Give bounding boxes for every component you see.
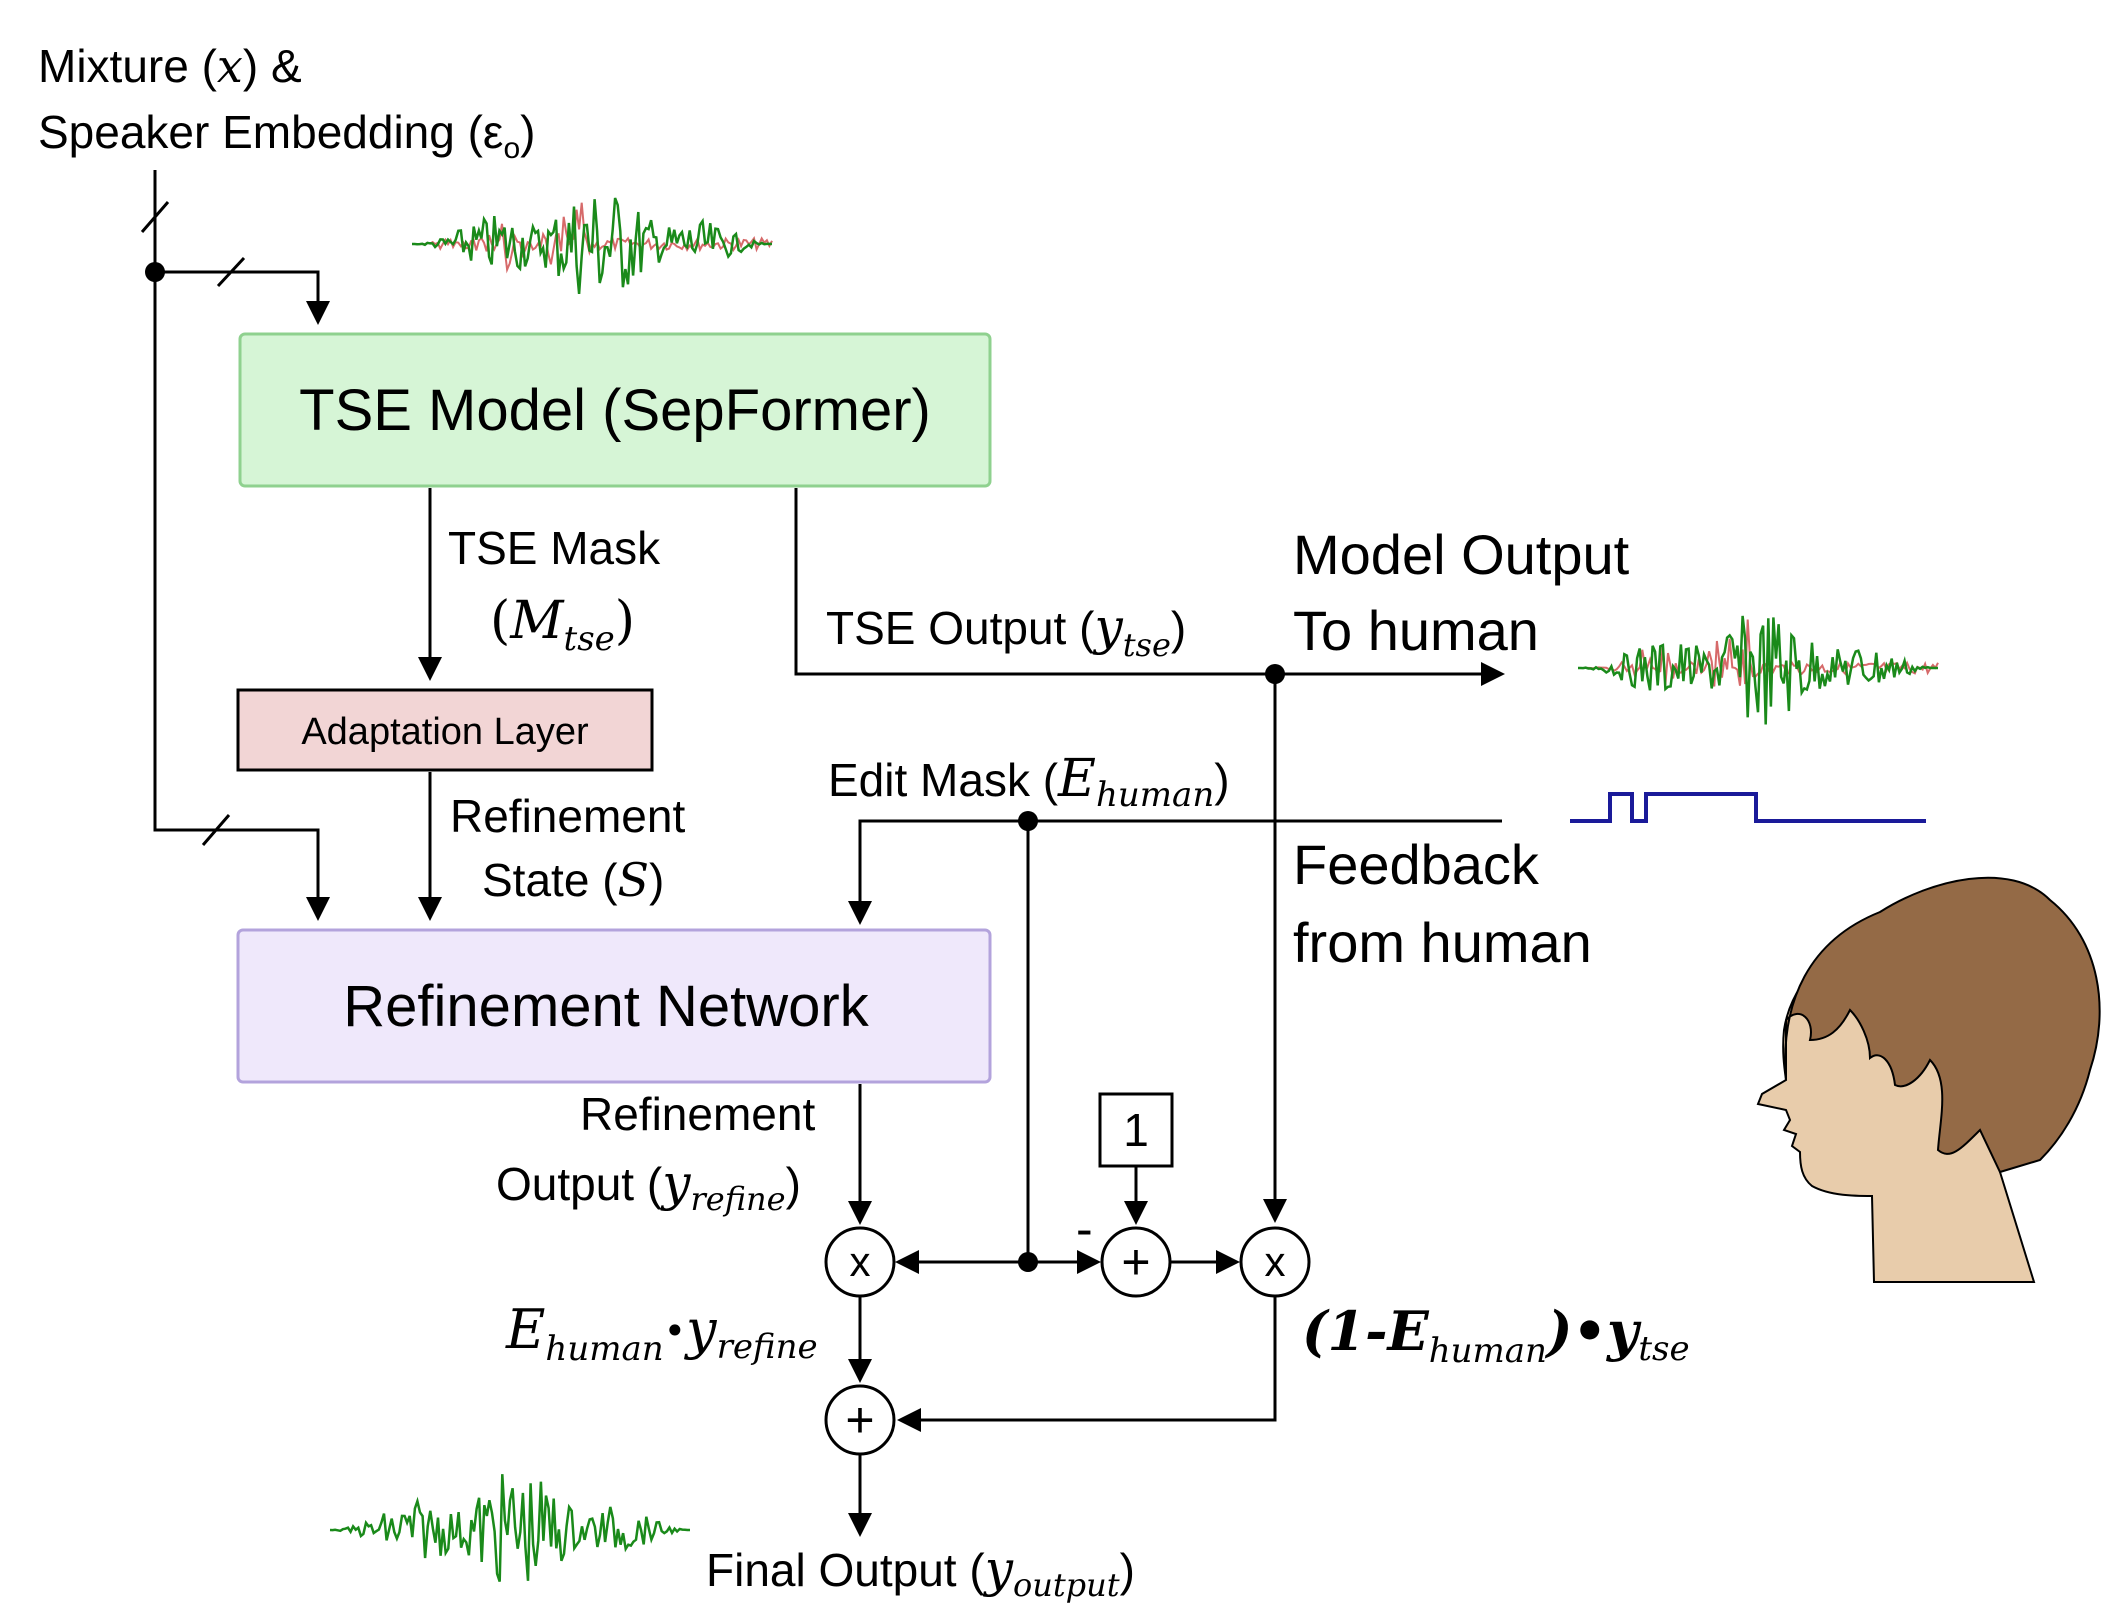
subtract-operator: + [1100,1226,1172,1298]
svg-text:+: + [845,1392,874,1448]
right-product-label: (1-Ehuman)•ytse [1302,1299,1690,1371]
model-output-label: Model Output [1293,523,1630,586]
mixture-label: Mixture (x) & [38,39,302,93]
add-final-operator: + [824,1384,896,1456]
tse-model-label: TSE Model (SepFormer) [299,378,931,443]
input-wires [140,170,330,921]
svg-text:+: + [1121,1234,1150,1290]
tse-mask-label: TSE Mask [448,522,661,574]
constant-one-box [1098,1092,1174,1168]
feedback-label: Feedback [1293,833,1540,896]
human-head-icon [1756,876,2101,1283]
model-output-waveform-icon [1578,615,1939,725]
target-trace [412,197,773,295]
speaker-embedding-label: Speaker Embedding (εo) [38,106,535,165]
refinement-state-label: Refinement [450,790,685,842]
refinement-network-label: Refinement Network [343,974,869,1039]
tse-mask-symbol: (Mtse) [490,591,635,659]
edit-mask-label: Edit Mask (Ehuman) [828,749,1230,815]
input-waveform-icon [412,197,773,295]
refinement-network-block [236,928,992,1084]
multiply-left-operator: x [824,1226,896,1298]
bus-slash [140,201,170,233]
tse-output-label: TSE Output (ytse) [826,598,1186,664]
adaptation-layer-label: Adaptation Layer [301,711,589,753]
multiply-right-operator: x [1239,1226,1311,1298]
svg-text:x: x [1265,1238,1286,1285]
minus-sign: - [1076,1201,1093,1257]
target-trace [329,1474,690,1582]
edit-mask-signal-icon [1570,792,1926,823]
left-product-label: Ehuman•yrefine [505,1298,818,1369]
bus-slash [216,256,246,288]
tse-model-block [238,332,992,488]
refinement-output-label-2: Output (yrefine) [496,1154,801,1218]
input-junction-dot [145,262,165,282]
final-output-label: Final Output (youtput) [706,1540,1135,1604]
refinement-state-label-2: State (S) [482,853,664,907]
feedback-label-2: from human [1293,911,1592,974]
right-product-wire [897,1296,1277,1432]
target-trace [1578,615,1938,725]
bus-slash [201,814,231,846]
svg-text:x: x [850,1238,871,1285]
constant-one-label: 1 [1123,1104,1149,1156]
refinement-output-label: Refinement [580,1088,815,1140]
final-output-waveform-icon [329,1474,690,1582]
model-output-label-2: To human [1293,599,1539,662]
edit-mask-wire [848,819,1502,925]
adaptation-layer-block [236,688,654,772]
operator-junction-dot [1018,1252,1038,1272]
